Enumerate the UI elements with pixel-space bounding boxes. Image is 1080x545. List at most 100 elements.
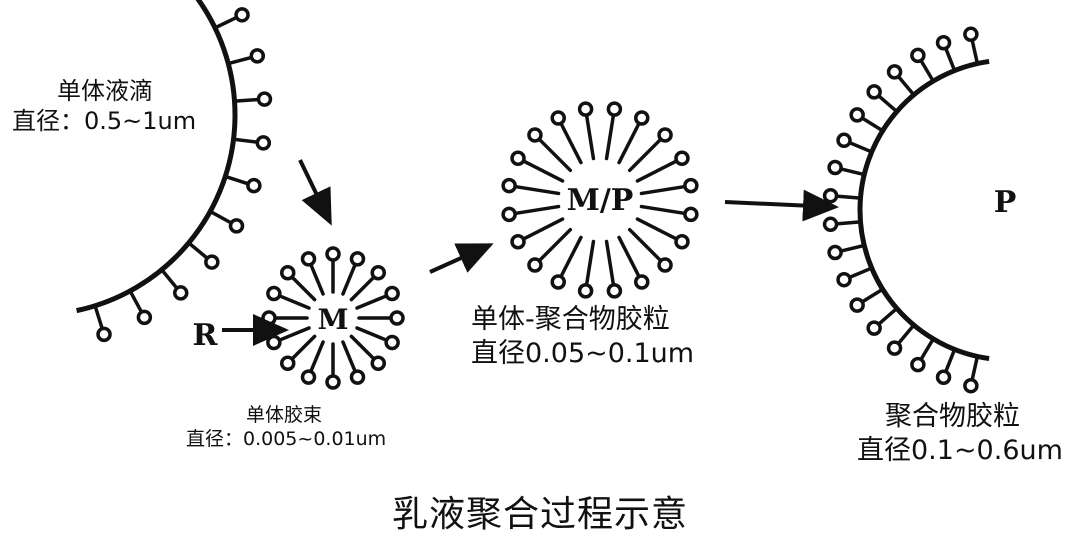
surfactant-head [935,369,952,386]
surfactant-tail [341,340,357,374]
mp-size: 直径0.05~0.1um [471,337,695,369]
surfactant-head [325,246,341,262]
surfactant-tail [970,38,980,66]
p-size: 直径0.1~0.6um [857,434,1063,466]
surfactant-head [634,274,650,290]
surfactant-head [96,326,112,343]
surfactant-head [172,285,189,301]
surfactant-tail [876,306,899,326]
surfactant-tail [309,340,325,374]
surfactant-tail [896,323,916,346]
micelle-label: 单体胶束 直径：0.005~0.01um [186,404,386,452]
droplet-size: 直径：0.5~1um [12,107,197,135]
surfactant-tail [604,113,616,161]
surfactant-head [527,127,543,143]
surfactant-tail [559,235,583,279]
surfactant-head [849,107,865,123]
surfactant-head [510,234,526,250]
surfactant-tail [839,243,866,253]
droplet-label: 单体液滴 直径：0.5~1um [12,76,196,136]
surfactant-tail [944,347,957,374]
surfactant-head [577,283,594,299]
surfactant-tail [944,46,957,73]
surfactant-head [266,334,282,351]
surfactant-tail [208,209,234,225]
surfactant-head [866,84,882,100]
surfactant-head [886,340,903,356]
surfactant-head [822,187,839,204]
surfactant-tail [309,262,325,296]
surfactant-head [136,309,153,326]
surfactant-tail [521,159,565,183]
arrow-droplet-to-micelle [298,159,332,226]
surfactant-tail [635,217,679,241]
surfactant-head [827,159,843,176]
surfactant-head [279,355,296,372]
surfactant-head [634,110,650,126]
surfactant-tail [223,174,250,186]
p-name: 聚合物胶粒 [885,401,1020,432]
surfactant-tail [290,334,317,361]
surfactant-head [683,206,699,223]
surfactant-head [822,216,839,233]
surfactant-head [249,48,266,64]
polymer-particle-label: 聚合物胶粒 直径0.1~0.6um [857,400,1063,468]
surfactant-head [300,369,317,385]
surfactant-tail [537,137,573,173]
surfactant-head [501,177,517,194]
monomer-polymer-particle [501,101,699,299]
surfactant-tail [617,235,641,279]
surfactant-head [836,271,852,288]
surfactant-head [228,218,245,234]
surfactant-tail [277,294,311,310]
surfactant-head [384,285,400,302]
surfactant-tail [639,204,687,216]
surfactant-tail [355,326,389,342]
surfactant-head [255,135,272,151]
surfactant-tail [213,15,239,30]
surfactant-tail [537,227,573,263]
surfactant-head [683,177,699,194]
mp-name: 单体-聚合物胶粒 [471,304,670,335]
surfactant-tail [349,334,376,361]
surfactant-tail [834,194,863,200]
surfactant-head [606,101,623,117]
surfactant-head [836,132,852,149]
surfactant-tail [847,266,874,280]
surfactant-tail [860,116,885,133]
surfactant-head [246,177,262,194]
surfactant-tail [617,121,641,165]
surfactant-tail [896,74,916,97]
micelle-size: 直径：0.005~0.01um [186,427,387,450]
surfactant-head [657,257,673,273]
surfactant-tail [919,58,935,83]
p-letter: P [994,185,1017,220]
surfactant-tail [919,337,935,362]
surfactant-head [279,264,296,281]
surfactant-head [300,251,317,267]
surfactant-tail [355,294,389,310]
surfactant-tail [839,167,866,177]
particle-surface [857,58,990,362]
surfactant-tail [341,262,357,296]
surfactant-tail [231,137,260,144]
surfactant-tail [349,275,376,302]
arrow-micelle-to-mp [429,243,494,274]
diagram-caption: 乳液聚合过程示意 [391,494,688,535]
surfactant-head [606,283,623,299]
surfactant-head [935,34,952,51]
surfactant-tail [834,220,863,226]
surfactant-head [256,91,273,107]
surfactant-head [204,254,220,270]
surfactant-tail [627,137,663,173]
surfactant-tail [226,55,254,66]
radical-letter: R [193,318,219,353]
arrow-mp-to-p [724,189,839,222]
surfactant-tail [584,239,596,287]
surfactant-head [384,334,400,351]
surfactant-head [827,244,843,261]
surfactant-head [910,356,926,373]
surfactant-tail [635,159,679,183]
